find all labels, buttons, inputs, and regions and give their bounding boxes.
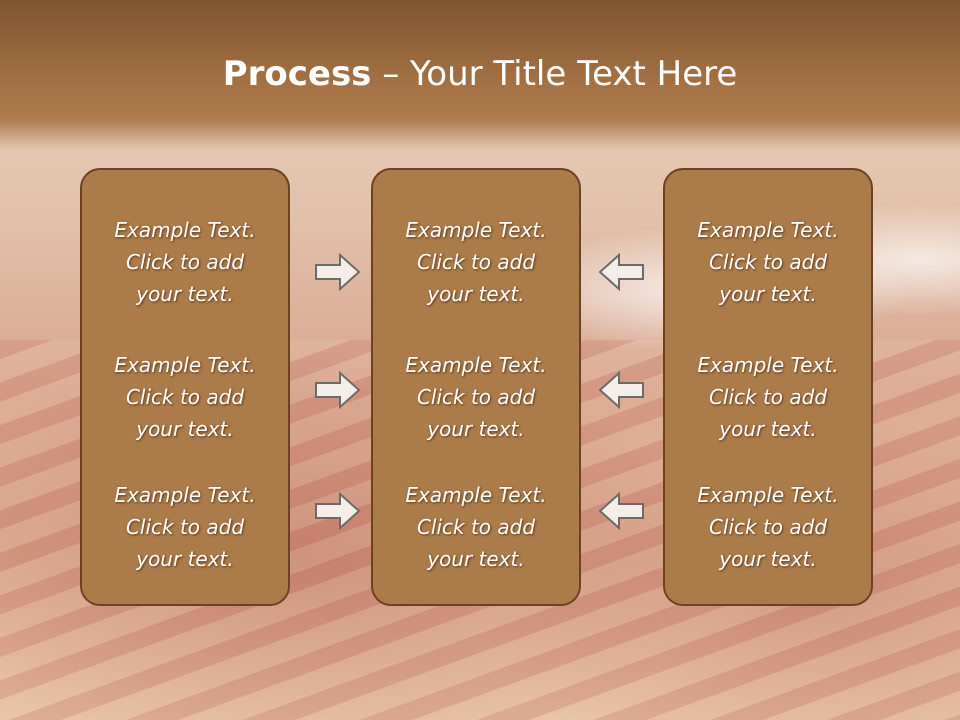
text-line: your text. [136,417,234,441]
title-bold: Process [222,54,372,94]
text-line: Example Text. [405,483,547,507]
text-line: Click to add [416,250,536,274]
text-line: your text. [427,282,525,306]
text-block[interactable]: Example Text. Click to add your text. [82,349,288,445]
text-line: Example Text. [405,218,547,242]
text-block[interactable]: Example Text. Click to add your text. [373,349,579,445]
text-block[interactable]: Example Text. Click to add your text. [373,214,579,310]
text-line: Example Text. [114,483,256,507]
left-arrow-icon [598,252,644,292]
text-line: Click to add [125,515,245,539]
text-line: Click to add [125,385,245,409]
text-line: Click to add [708,250,828,274]
text-line: Example Text. [405,353,547,377]
text-line: your text. [719,417,817,441]
text-block[interactable]: Example Text. Click to add your text. [373,479,579,575]
text-line: Example Text. [697,483,839,507]
text-line: your text. [719,547,817,571]
text-block[interactable]: Example Text. Click to add your text. [82,214,288,310]
title-rest: – Your Title Text Here [371,54,738,94]
text-block[interactable]: Example Text. Click to add your text. [665,349,871,445]
slide-title[interactable]: Process – Your Title Text Here [0,54,960,94]
right-arrow-icon [315,370,361,410]
right-arrow-icon [315,491,361,531]
text-line: your text. [427,547,525,571]
process-box-right[interactable]: Example Text. Click to add your text. Ex… [663,168,873,606]
text-line: Click to add [708,515,828,539]
left-arrow-icon [598,491,644,531]
text-line: Click to add [416,515,536,539]
text-block[interactable]: Example Text. Click to add your text. [665,214,871,310]
left-arrow-icon [598,370,644,410]
text-line: Click to add [416,385,536,409]
text-line: your text. [136,547,234,571]
title-bar [0,0,960,150]
text-line: your text. [136,282,234,306]
text-line: Example Text. [697,218,839,242]
text-line: your text. [719,282,817,306]
process-box-left[interactable]: Example Text. Click to add your text. Ex… [80,168,290,606]
text-block[interactable]: Example Text. Click to add your text. [665,479,871,575]
text-line: your text. [427,417,525,441]
text-line: Click to add [708,385,828,409]
text-line: Click to add [125,250,245,274]
text-line: Example Text. [697,353,839,377]
text-block[interactable]: Example Text. Click to add your text. [82,479,288,575]
text-line: Example Text. [114,218,256,242]
process-box-center[interactable]: Example Text. Click to add your text. Ex… [371,168,581,606]
right-arrow-icon [315,252,361,292]
text-line: Example Text. [114,353,256,377]
